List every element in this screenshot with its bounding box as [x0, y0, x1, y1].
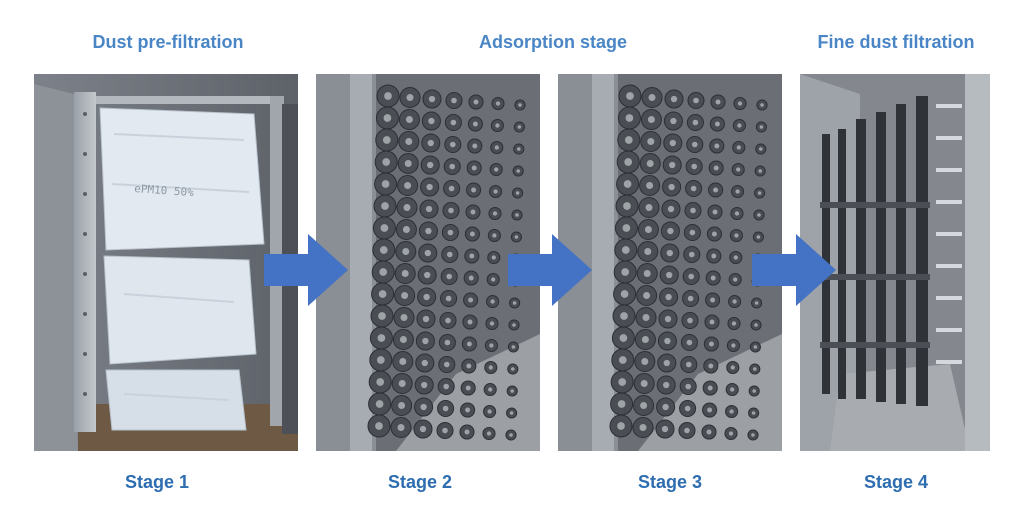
stage2-photo [316, 74, 540, 451]
cartridge-grid [367, 84, 526, 441]
stage-label-1: Stage 1 [124, 472, 190, 492]
cartridge-grid [609, 84, 768, 441]
flow-arrow-icon [752, 234, 836, 306]
stage-label-3: Stage 3 [637, 472, 703, 492]
heading-dust-pre-filtration: Dust pre-filtration [92, 32, 244, 52]
heading-adsorption-stage: Adsorption stage [478, 32, 628, 52]
stage4-photo [800, 74, 990, 451]
stage-label-4: Stage 4 [863, 472, 929, 492]
heading-fine-dust-filtration: Fine dust filtration [817, 32, 975, 52]
stage3-photo [558, 74, 782, 451]
flow-arrow-icon [264, 234, 348, 306]
stage-label-2: Stage 2 [387, 472, 453, 492]
filter-bag-print: ePM10 50% [134, 182, 195, 199]
stage1-photo: ePM10 50% [34, 74, 298, 451]
flow-arrow-icon [508, 234, 592, 306]
